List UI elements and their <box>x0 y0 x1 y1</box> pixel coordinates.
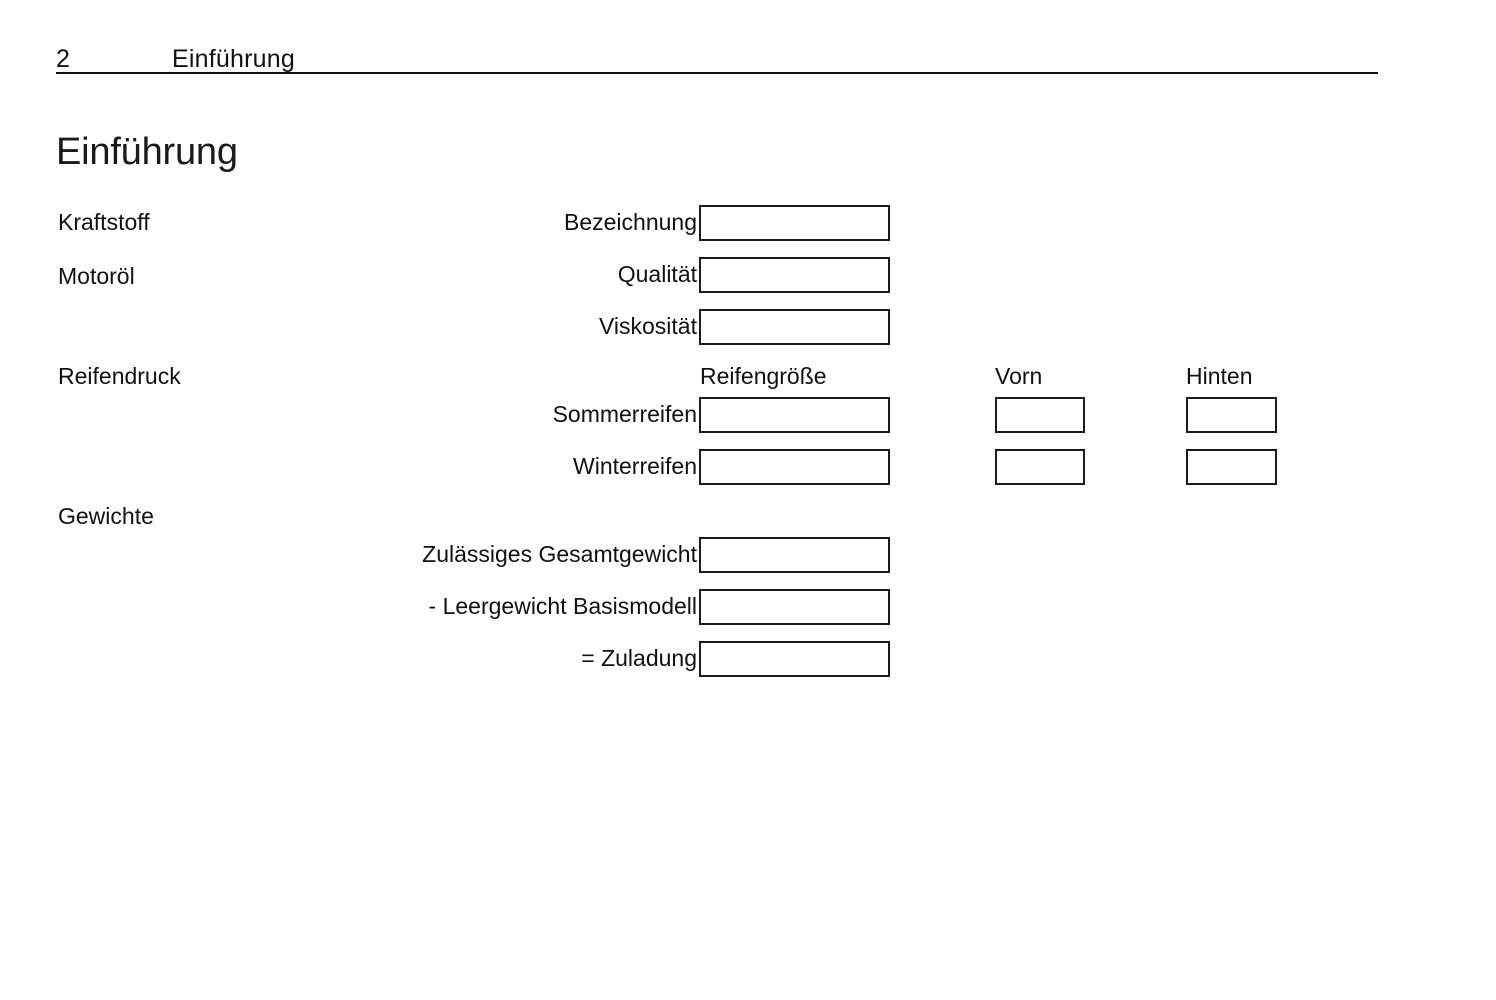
page-number: 2 <box>56 45 71 73</box>
running-header: 2 Einführung <box>56 44 1378 74</box>
field-winterreifen-hinten[interactable] <box>1186 449 1277 485</box>
column-header-hinten: Hinten <box>1186 363 1253 389</box>
column-header-vorn: Vorn <box>995 363 1043 389</box>
field-zulaessiges-gesamtgewicht[interactable] <box>699 537 890 573</box>
field-sommerreifen-hinten[interactable] <box>1186 397 1277 433</box>
field-zuladung[interactable] <box>699 641 890 677</box>
field-winterreifen-vorn[interactable] <box>995 449 1085 485</box>
row-label-qualitaet: Qualität <box>617 261 697 287</box>
header-divider-rule <box>56 72 1378 74</box>
section-caption-kraftstoff: Kraftstoff <box>58 209 150 235</box>
section-caption-motoroel: Motoröl <box>58 263 135 289</box>
row-label-viskositaet: Viskosität <box>598 313 697 339</box>
row-label-bezeichnung: Bezeichnung <box>564 209 697 235</box>
section-caption-gewichte: Gewichte <box>58 503 154 529</box>
header-chapter-name: Einführung <box>172 45 295 73</box>
field-sommerreifen-vorn[interactable] <box>995 397 1085 433</box>
field-viskositaet[interactable] <box>699 309 890 345</box>
field-bezeichnung[interactable] <box>699 205 890 241</box>
field-leergewicht-basismodell[interactable] <box>699 589 890 625</box>
row-label-leergewicht-basismodell: - Leergewicht Basismodell <box>428 593 697 619</box>
column-header-reifengroesse: Reifengröße <box>700 363 827 389</box>
row-label-zuladung: = Zuladung <box>581 645 697 671</box>
field-winterreifen-reifengroesse[interactable] <box>699 449 890 485</box>
row-label-zulaessiges-gesamtgewicht: Zulässiges Gesamtgewicht <box>422 541 697 567</box>
field-qualitaet[interactable] <box>699 257 890 293</box>
row-label-sommerreifen: Sommerreifen <box>552 401 697 427</box>
page-title: Einführung <box>56 131 238 174</box>
row-label-winterreifen: Winterreifen <box>573 453 697 479</box>
field-sommerreifen-reifengroesse[interactable] <box>699 397 890 433</box>
section-caption-reifendruck: Reifendruck <box>58 363 181 389</box>
